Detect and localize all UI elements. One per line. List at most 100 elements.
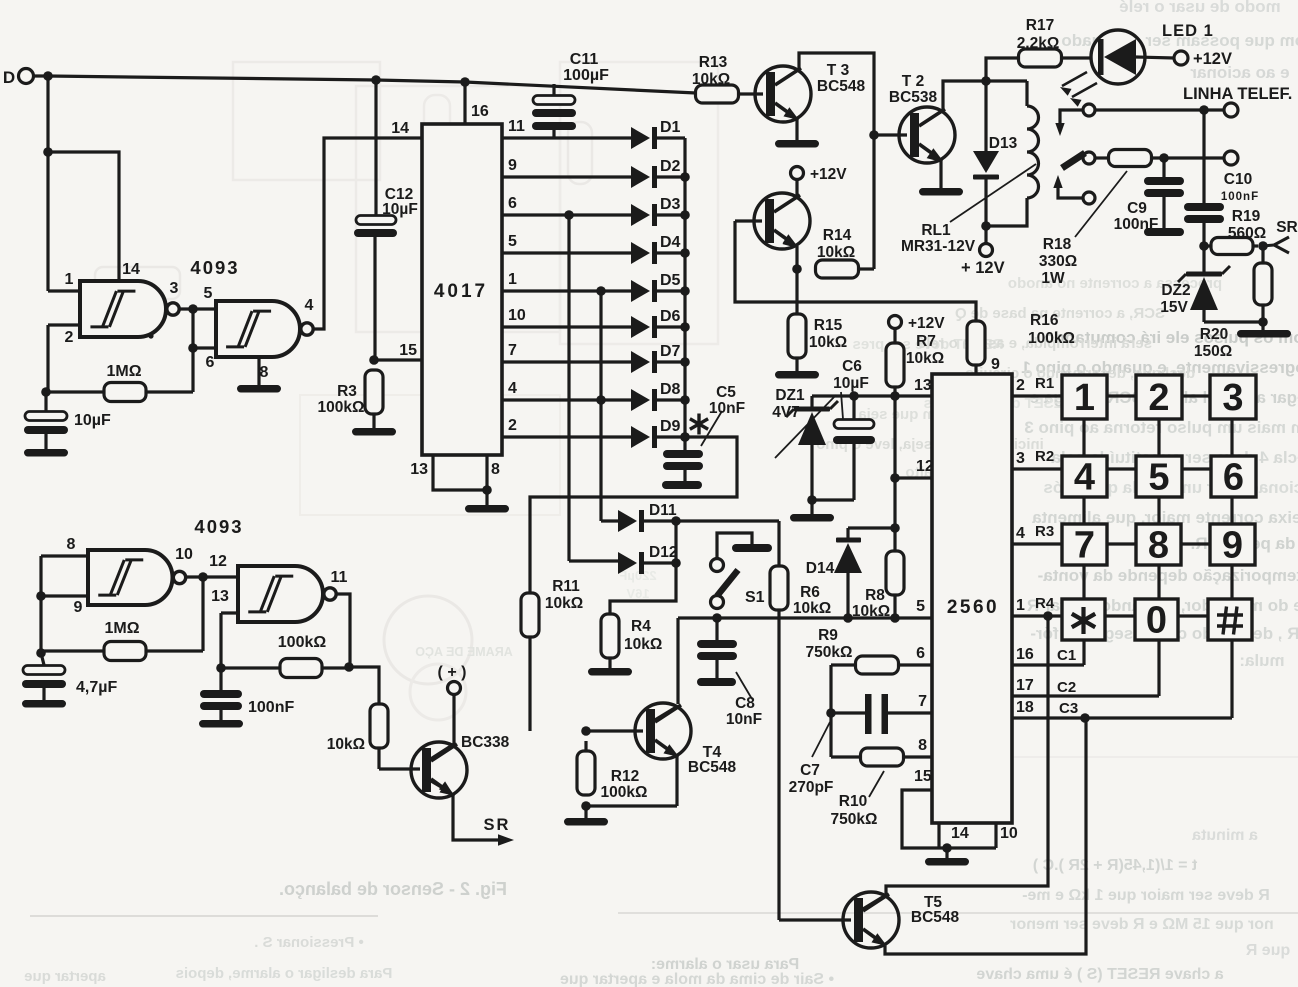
svg-text:1MΩ: 1MΩ — [106, 363, 141, 380]
svg-text:R17: R17 — [1026, 17, 1054, 34]
svg-text:Para usar o alarme:: Para usar o alarme: — [651, 956, 800, 973]
svg-text:progressivamente, e quando o p: progressivamente, e quando o pino 1 — [1021, 358, 1298, 377]
svg-text:10kΩ: 10kΩ — [906, 350, 944, 367]
svg-text:9: 9 — [74, 599, 83, 616]
svg-text:18: 18 — [1016, 699, 1034, 716]
svg-text:R20: R20 — [1200, 326, 1228, 343]
svg-text:LINHA TELEF.: LINHA TELEF. — [1183, 85, 1292, 103]
svg-text:10kΩ: 10kΩ — [793, 600, 831, 617]
svg-text:Fig. 2 - Sensor de balanço.: Fig. 2 - Sensor de balanço. — [279, 879, 507, 899]
svg-text:R4: R4 — [631, 618, 651, 635]
svg-text:11: 11 — [508, 118, 525, 135]
svg-text:100nF: 100nF — [1221, 191, 1259, 203]
svg-text:C11: C11 — [570, 51, 599, 68]
svg-text:R3: R3 — [1035, 523, 1054, 540]
svg-text:mula:: mula: — [1239, 651, 1284, 670]
svg-text:6: 6 — [1223, 457, 1244, 499]
svg-text:8: 8 — [1148, 525, 1169, 567]
svg-text:apertar que: apertar que — [24, 968, 106, 985]
svg-text:15: 15 — [399, 342, 417, 359]
svg-text:4: 4 — [305, 297, 314, 314]
svg-text:9: 9 — [1222, 525, 1243, 567]
svg-text:LED 1: LED 1 — [1162, 22, 1214, 40]
svg-text:1: 1 — [1074, 377, 1095, 419]
svg-text:D8: D8 — [660, 381, 681, 398]
svg-text:100kΩ: 100kΩ — [1028, 330, 1075, 347]
svg-text:10: 10 — [175, 546, 193, 563]
svg-text:4: 4 — [1074, 457, 1095, 499]
svg-text:5: 5 — [916, 598, 925, 615]
svg-text:10: 10 — [508, 307, 526, 324]
svg-text:3: 3 — [1222, 377, 1243, 419]
svg-text:1: 1 — [508, 271, 517, 288]
svg-text:D14: D14 — [806, 560, 835, 577]
svg-text:16: 16 — [471, 103, 489, 120]
svg-text:BC548: BC548 — [817, 78, 866, 95]
svg-text:R3: R3 — [337, 383, 357, 400]
svg-text:8: 8 — [918, 737, 927, 754]
svg-text:T5: T5 — [924, 894, 942, 911]
svg-text:4V7: 4V7 — [772, 404, 800, 421]
svg-text:6: 6 — [206, 354, 215, 371]
svg-text:D1: D1 — [660, 119, 681, 136]
svg-text:R1: R1 — [1035, 375, 1054, 392]
svg-text:+12V: +12V — [908, 315, 945, 332]
svg-text:C1: C1 — [1057, 647, 1076, 664]
svg-text:10kΩ: 10kΩ — [852, 603, 890, 620]
svg-text:processa a corrente no anodo: processa a corrente no anodo — [1008, 275, 1222, 292]
svg-text:D4: D4 — [660, 234, 681, 251]
svg-text:A temporização depende da vont: A temporização depende da vonta- — [1038, 566, 1298, 585]
svg-text:( + ): ( + ) — [438, 664, 467, 681]
svg-text:7: 7 — [1074, 525, 1095, 567]
svg-text:Com os pulsos ele irá comutand: Com os pulsos ele irá comutando — [1044, 328, 1298, 347]
svg-text:2: 2 — [508, 417, 517, 434]
svg-text:DZ1: DZ1 — [775, 387, 805, 404]
svg-text:100nF: 100nF — [1114, 216, 1159, 233]
svg-text:D3: D3 — [660, 196, 681, 213]
svg-text:7: 7 — [918, 693, 927, 710]
svg-text:R4: R4 — [1035, 595, 1055, 612]
svg-text:4: 4 — [1016, 525, 1025, 542]
svg-text:R12: R12 — [611, 768, 639, 785]
svg-text:10kΩ: 10kΩ — [327, 736, 365, 753]
svg-text:R9: R9 — [818, 627, 838, 644]
svg-text:nor que 15 MΩ e R deve ser me: nor que 15 MΩ e R deve ser menor — [1010, 916, 1274, 933]
svg-text:4017: 4017 — [434, 281, 488, 302]
svg-text:C6: C6 — [842, 358, 862, 375]
svg-text:C12: C12 — [385, 186, 413, 203]
svg-text:• Pressionar S .: • Pressionar S . — [254, 934, 363, 951]
svg-text:14: 14 — [391, 120, 409, 137]
svg-text:12: 12 — [209, 553, 227, 570]
svg-text:modo de usar o relé: modo de usar o relé — [1119, 0, 1281, 16]
svg-text:10kΩ: 10kΩ — [624, 636, 662, 653]
svg-text:RL1: RL1 — [921, 222, 951, 239]
svg-text:0: 0 — [1146, 600, 1167, 642]
svg-text:BC548: BC548 — [911, 909, 960, 926]
svg-text:100kΩ: 100kΩ — [601, 784, 648, 801]
svg-text:S1: S1 — [745, 589, 765, 606]
svg-text:que R: que R — [1245, 942, 1290, 959]
svg-text:BC548: BC548 — [688, 759, 737, 776]
svg-text:17: 17 — [1016, 677, 1034, 694]
svg-text:560Ω: 560Ω — [1228, 225, 1266, 242]
svg-text:9: 9 — [508, 157, 517, 174]
svg-text:10kΩ: 10kΩ — [809, 334, 847, 351]
svg-text:100kΩ: 100kΩ — [318, 399, 365, 416]
svg-text:14: 14 — [951, 825, 969, 842]
svg-text:220µF: 220µF — [619, 568, 656, 583]
svg-text:BC338: BC338 — [461, 734, 510, 751]
svg-text:2: 2 — [65, 329, 74, 346]
svg-text:13: 13 — [211, 588, 229, 605]
svg-text:3: 3 — [1016, 450, 1025, 467]
svg-text:R11: R11 — [552, 578, 580, 595]
svg-text:1MΩ: 1MΩ — [104, 620, 139, 637]
svg-text:16: 16 — [1016, 646, 1034, 663]
svg-text:+12V: +12V — [810, 166, 847, 183]
svg-text:2,2kΩ: 2,2kΩ — [1017, 35, 1060, 52]
svg-text:R15: R15 — [814, 317, 843, 334]
svg-text:150Ω: 150Ω — [1194, 343, 1232, 360]
svg-text:R19: R19 — [1232, 208, 1261, 225]
svg-text:13: 13 — [410, 461, 428, 478]
svg-text:DZ2: DZ2 — [1161, 282, 1190, 299]
svg-text:R2: R2 — [1035, 448, 1054, 465]
